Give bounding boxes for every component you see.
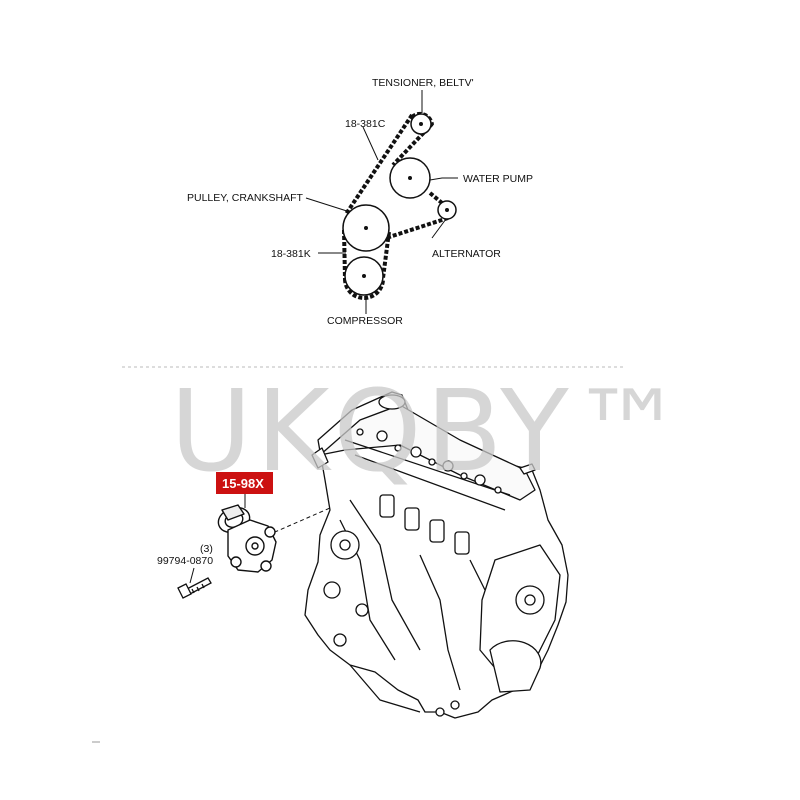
part-tag-label: 15-98X <box>222 476 264 491</box>
engine-block-illustration <box>304 391 569 719</box>
assembly-guide-line <box>267 507 331 536</box>
belt-18-381k <box>342 229 391 300</box>
bolt-part-label: 99794-0870 <box>157 555 213 567</box>
bolt-leader-line <box>189 567 195 584</box>
label-tensioner: TENSIONER, BELTV' <box>372 77 474 89</box>
bolt-icon <box>177 577 212 599</box>
leader-lines <box>305 90 458 314</box>
label-alternator: ALTERNATOR <box>432 248 501 260</box>
label-compressor: COMPRESSOR <box>327 315 403 327</box>
part-tag-badge <box>216 472 273 494</box>
label-water-pump: WATER PUMP <box>463 173 533 185</box>
label-crankshaft: PULLEY, CRANKSHAFT <box>187 192 304 204</box>
bolt-qty-label: (3) <box>200 543 213 555</box>
label-belt-lower: 18-381K <box>271 248 311 260</box>
water-pump-assembly <box>217 504 277 573</box>
label-belt-upper: 18-381C <box>345 118 386 130</box>
watermark: UKQBY™ <box>170 367 689 497</box>
belt-routing-diagram: TENSIONER, BELTV' 18-381C WATER PUMP PUL… <box>187 77 533 327</box>
